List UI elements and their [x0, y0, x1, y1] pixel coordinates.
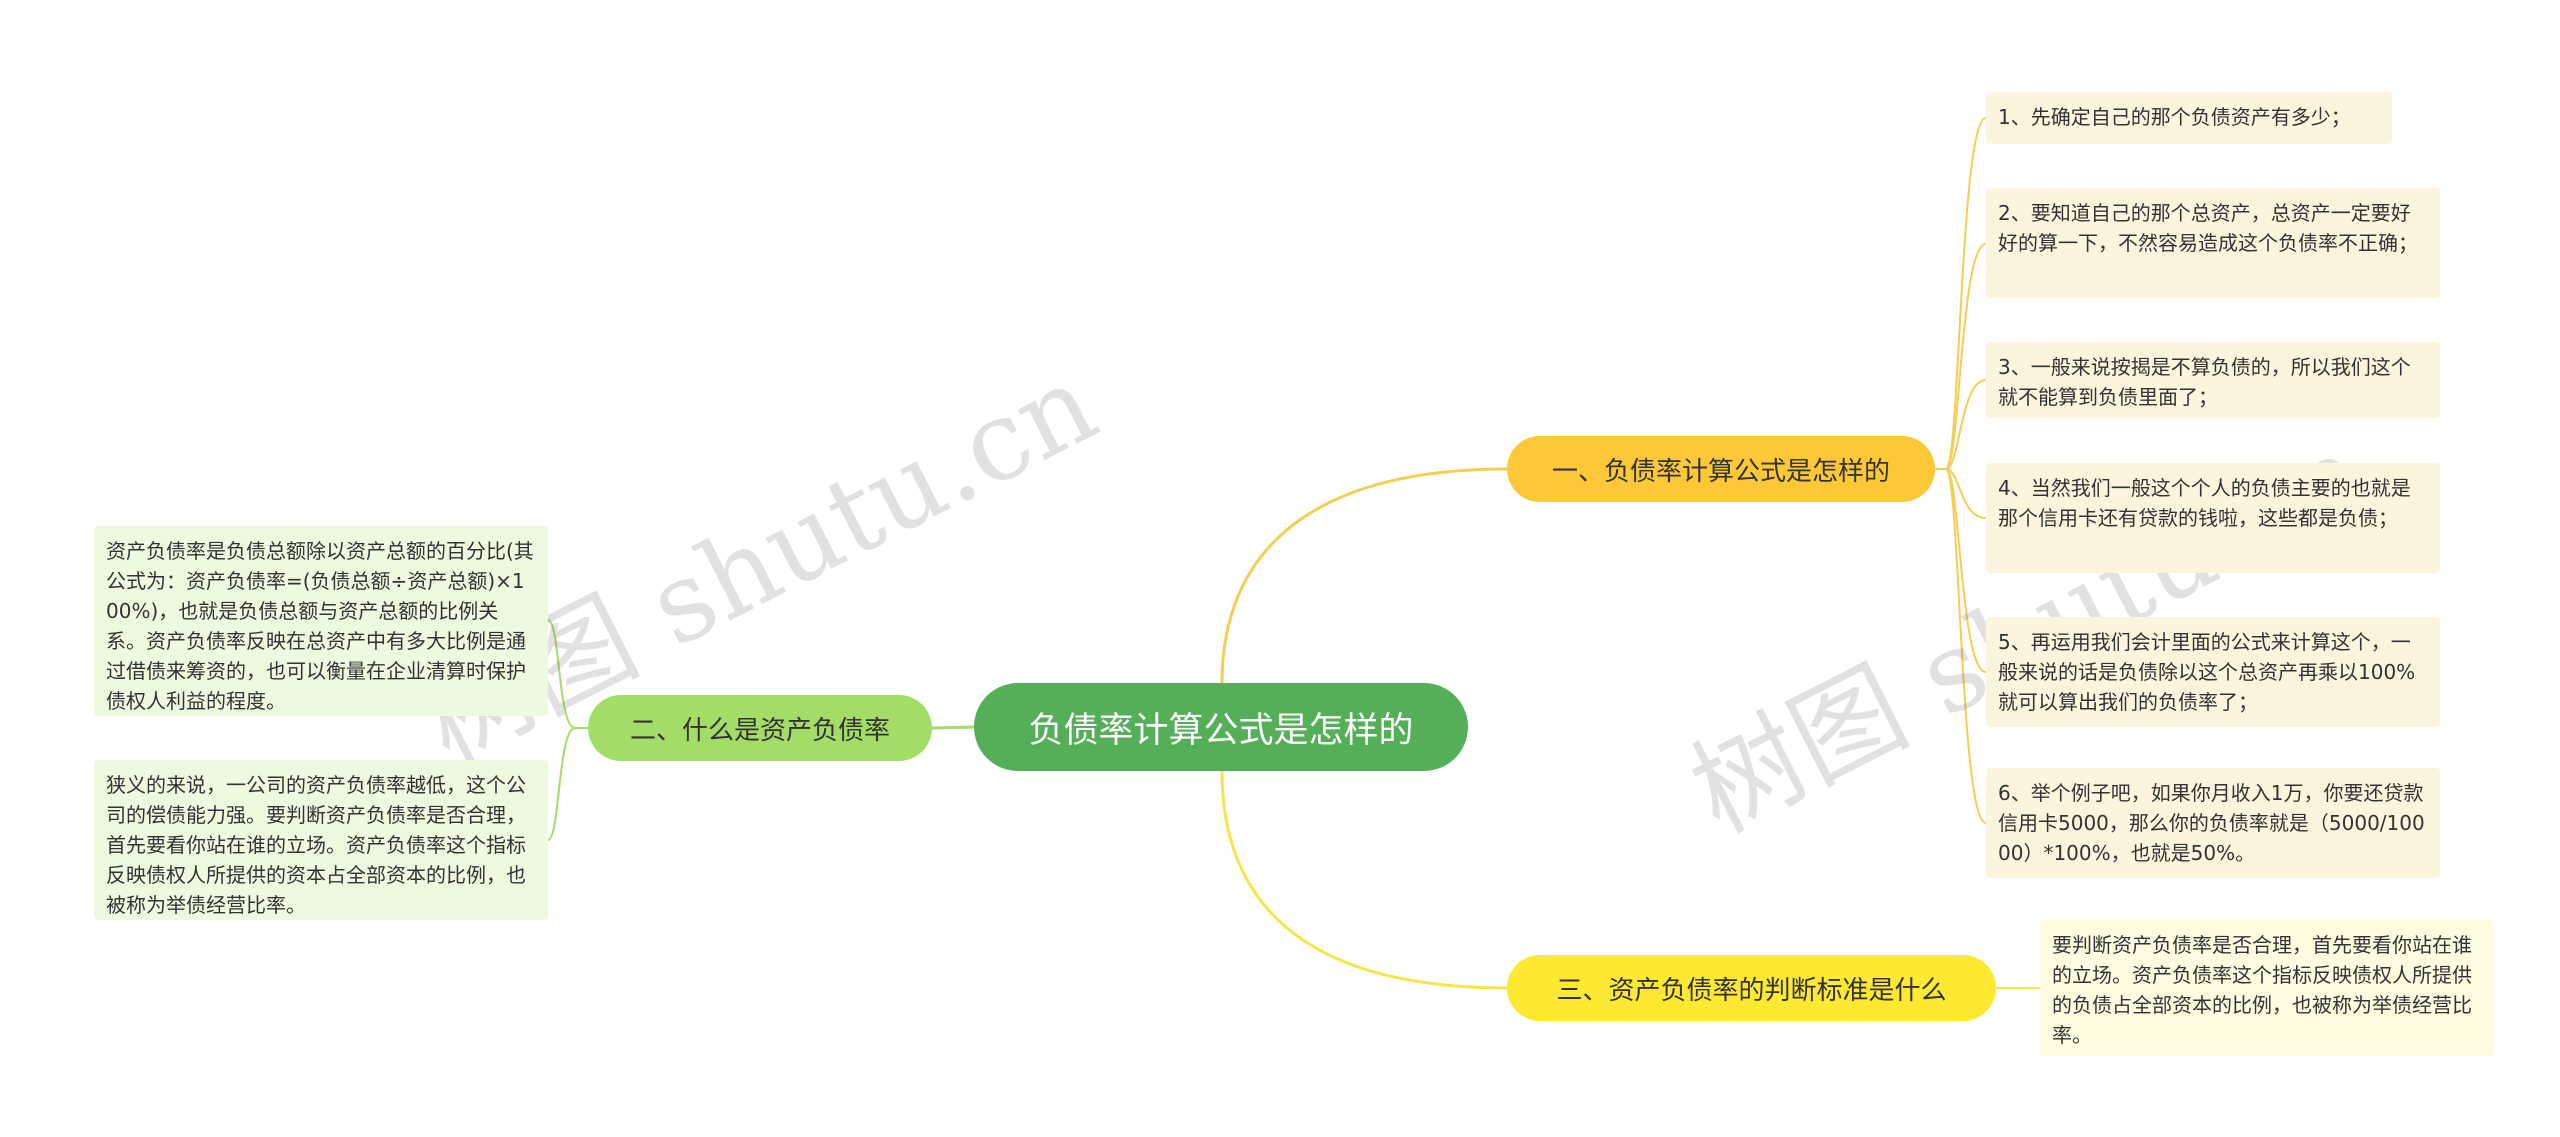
connector-central-branch3	[1220, 770, 1508, 990]
connector-leaf1-3	[1935, 379, 1987, 470]
leaf-formula-5[interactable]: 5、再运用我们会计里面的公式来计算这个，一般来说的话是负债除以这个总资产再乘以1…	[1986, 617, 2440, 727]
central-topic[interactable]: 负债率计算公式是怎样的	[974, 683, 1468, 771]
connector-central-branch2	[931, 725, 975, 730]
leaf-definition-2[interactable]: 狭义的来说，一公司的资产负债率越低，这个公司的偿债能力强。要判断资产负债率是否合…	[94, 760, 548, 920]
connector-leaf1-4	[1935, 468, 1987, 519]
connector-leaf2-1	[547, 619, 588, 729]
leaf-formula-4[interactable]: 4、当然我们一般这个个人的负债主要的也就是那个信用卡还有贷款的钱啦，这些都是负债…	[1986, 463, 2440, 573]
connector-leaf1-2	[1935, 243, 1987, 470]
connector-central-branch1	[1220, 467, 1508, 684]
leaf-definition-1[interactable]: 资产负债率是负债总额除以资产总额的百分比(其公式为：资产负债率=(负债总额÷资产…	[94, 526, 548, 716]
connectors-branch1-leaves	[1935, 117, 1987, 824]
leaf-formula-6[interactable]: 6、举个例子吧，如果你月收入1万，你要还贷款信用卡5000，那么你的负债率就是（…	[1986, 768, 2440, 878]
leaf-standard-1[interactable]: 要判断资产负债率是否合理，首先要看你站在谁的立场。资产负债率这个指标反映债权人所…	[2040, 920, 2494, 1056]
connector-leaf1-6	[1935, 468, 1987, 824]
branch-standard[interactable]: 三、资产负债率的判断标准是什么	[1507, 955, 1996, 1021]
connector-leaf1-1	[1935, 117, 1987, 470]
branch-formula[interactable]: 一、负债率计算公式是怎样的	[1507, 436, 1935, 502]
connectors-branch2-leaves	[547, 619, 588, 841]
leaf-formula-3[interactable]: 3、一般来说按揭是不算负债的，所以我们这个就不能算到负债里面了；	[1986, 342, 2440, 418]
connector-leaf2-2	[547, 727, 588, 841]
leaf-formula-2[interactable]: 2、要知道自己的那个总资产，总资产一定要好好的算一下，不然容易造成这个负债率不正…	[1986, 188, 2440, 298]
leaf-formula-1[interactable]: 1、先确定自己的那个负债资产有多少；	[1986, 92, 2392, 144]
branch-definition[interactable]: 二、什么是资产负债率	[588, 695, 932, 761]
